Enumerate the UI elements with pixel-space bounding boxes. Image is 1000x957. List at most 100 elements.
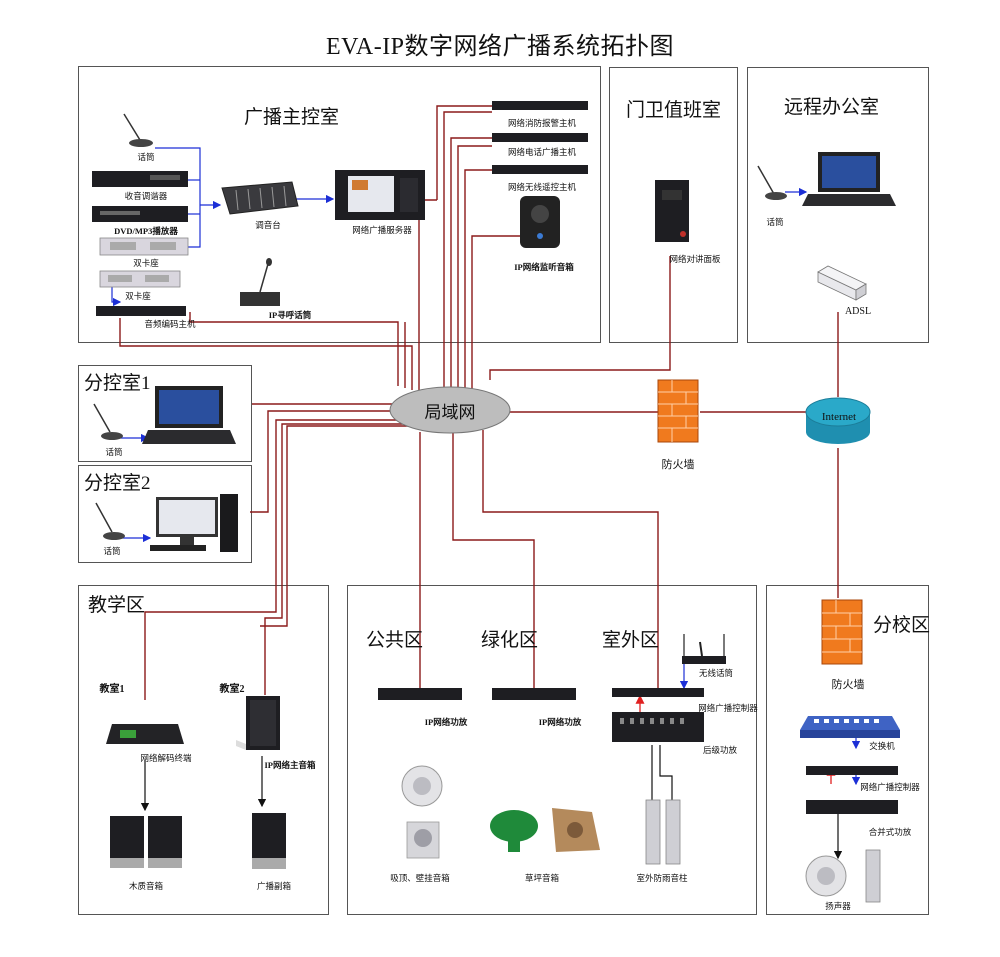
label-green-amp: IP网络功放 <box>538 717 582 727</box>
region-title-remote: 远程办公室 <box>784 97 880 118</box>
column-speaker-icon <box>645 799 681 865</box>
ip-speaker-icon <box>236 696 280 750</box>
region-title-branch: 分校区 <box>873 615 931 636</box>
label-encoder: 音频编码主机 <box>144 319 196 329</box>
internet-label: Internet <box>821 411 857 423</box>
label-branch-controller: 网络广播控制器 <box>860 782 920 792</box>
sub-speaker-icon <box>252 813 286 869</box>
phone-host-icon <box>492 133 588 142</box>
laptop-icon <box>142 386 236 444</box>
mixer-icon <box>221 181 299 215</box>
adsl-modem-icon <box>817 265 867 301</box>
label-mixer: 调音台 <box>255 220 281 230</box>
amplifier-icon <box>492 688 576 700</box>
mushroom-speaker-icon <box>490 810 538 852</box>
ip-mic-icon <box>240 258 280 306</box>
label-sub-speaker: 广播副箱 <box>256 881 292 891</box>
mic-icon <box>123 113 153 147</box>
label-wireless: 网络无线遥控主机 <box>507 182 577 192</box>
fire-alarm-host-icon <box>492 101 588 110</box>
region-title-public: 公共区 <box>366 630 424 651</box>
label-room2: 教室2 <box>219 684 245 695</box>
region-title-gate: 门卫值班室 <box>626 100 722 121</box>
ceiling-speaker-icon <box>401 765 443 807</box>
label-fire: 网络消防报警主机 <box>507 118 577 128</box>
region-title-control-room: 广播主控室 <box>244 107 340 128</box>
firewall-main-label: 防火墙 <box>661 459 695 471</box>
column-speaker-icon <box>865 849 881 903</box>
desktop-pc-icon <box>150 494 238 552</box>
server-icon <box>335 170 425 220</box>
laptop-icon <box>802 152 896 206</box>
label-branch-speaker: 扬声器 <box>825 901 851 911</box>
switch-icon <box>800 716 900 738</box>
mic-icon <box>95 502 125 540</box>
tape-deck-icon <box>99 237 189 256</box>
label-monitor: IP网络监听音箱 <box>514 262 574 272</box>
label-public-speaker: 吸顶、壁挂音箱 <box>390 873 450 883</box>
label-outdoor-amp: 后级功放 <box>702 745 738 755</box>
lan-ellipse <box>389 386 511 434</box>
region-title-sub2: 分控室2 <box>84 473 151 494</box>
label-ip-speaker: IP网络主音箱 <box>264 760 316 770</box>
lan-label: 局域网 <box>424 403 476 422</box>
firewall-branch-icon <box>821 599 863 665</box>
ceiling-speaker-icon <box>805 855 847 897</box>
region-title-green: 绿化区 <box>481 630 539 651</box>
label-tape2: 双卡座 <box>125 291 151 301</box>
wood-speaker-icon <box>110 816 182 868</box>
label-tape1: 双卡座 <box>133 258 159 268</box>
combined-amplifier-icon <box>806 800 898 814</box>
tape-deck-icon <box>99 270 181 288</box>
label-branch-amp: 合并式功放 <box>868 827 912 837</box>
firewall-branch-label: 防火墙 <box>831 679 865 691</box>
label-dvd: DVD/MP3播放器 <box>114 226 178 236</box>
label-phone: 网络电话广播主机 <box>507 147 577 157</box>
label-adsl: ADSL <box>844 306 872 317</box>
mic-icon <box>93 403 123 440</box>
rock-speaker-icon <box>552 808 600 852</box>
label-remote-mic: 话筒 <box>766 217 784 227</box>
wireless-host-icon <box>492 165 588 174</box>
power-amplifier-icon <box>612 712 704 742</box>
internet-cylinder <box>805 397 871 444</box>
label-switch: 交换机 <box>869 741 895 751</box>
mic-icon <box>757 165 787 200</box>
label-public-amp: IP网络功放 <box>424 717 468 727</box>
region-title-teaching: 教学区 <box>88 595 146 616</box>
label-tuner: 收音调谐器 <box>124 191 168 201</box>
diagram-title: EVA-IP数字网络广播系统拓扑图 <box>325 34 675 60</box>
dvd-icon <box>92 206 188 222</box>
label-sub2-mic: 话筒 <box>103 546 121 556</box>
audio-wires <box>140 745 843 860</box>
broadcast-controller-icon <box>612 688 704 697</box>
label-room1: 教室1 <box>99 684 125 695</box>
region-title-sub1: 分控室1 <box>84 373 151 394</box>
tuner-icon <box>92 171 188 187</box>
label-decoder: 网络解码终端 <box>140 753 192 763</box>
label-outdoor-controller: 网络广播控制器 <box>698 703 758 713</box>
label-green-speaker: 草坪音箱 <box>524 873 560 883</box>
network-wires <box>119 105 839 700</box>
encoder-icon <box>96 306 186 316</box>
intercom-panel-icon <box>655 180 689 242</box>
label-sub1-mic: 话筒 <box>105 447 123 457</box>
label-mic: 话筒 <box>137 152 155 162</box>
decoder-terminal-icon <box>106 724 184 744</box>
wireless-mic-icon <box>682 634 726 664</box>
region-title-outdoor: 室外区 <box>602 630 660 651</box>
label-wood-speaker: 木质音箱 <box>128 881 164 891</box>
wall-speaker-icon <box>406 821 440 859</box>
amplifier-icon <box>378 688 462 700</box>
label-server: 网络广播服务器 <box>352 225 412 235</box>
region-public-green-outdoor <box>347 585 757 915</box>
label-intercom: 网络对讲面板 <box>669 254 721 264</box>
label-ip-mic: IP寻呼话筒 <box>268 310 312 320</box>
monitor-speaker-icon <box>520 196 560 248</box>
firewall-main-icon <box>657 379 699 443</box>
label-wireless-mic: 无线话筒 <box>698 668 734 678</box>
signal-wires <box>111 147 861 786</box>
label-outdoor-speaker: 室外防雨音柱 <box>636 873 688 883</box>
